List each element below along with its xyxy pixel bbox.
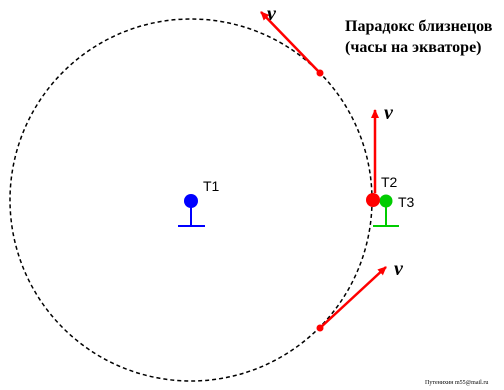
- velocity-arrow-lower: [319, 266, 387, 329]
- author-credit: Путенихин m55@mail.ru: [425, 380, 489, 386]
- diagram-title: Парадокс близнецов (часы на экваторе): [345, 16, 492, 58]
- clock-t3-label: Т3: [398, 194, 415, 210]
- velocity-label-equator: v: [384, 102, 394, 124]
- title-line-1: Парадокс близнецов: [345, 18, 493, 35]
- clock-t3: [373, 194, 399, 227]
- velocity-arrow-upper: [260, 11, 321, 74]
- velocity-label-lower: v: [394, 258, 404, 280]
- velocity-label-upper: v: [267, 3, 277, 25]
- clock-t1: [178, 194, 205, 227]
- clock-t2-label: Т2: [381, 174, 398, 190]
- title-line-2: (часы на экваторе): [345, 39, 482, 56]
- clock-t2: [366, 193, 380, 207]
- clock-t1-label: Т1: [203, 178, 220, 194]
